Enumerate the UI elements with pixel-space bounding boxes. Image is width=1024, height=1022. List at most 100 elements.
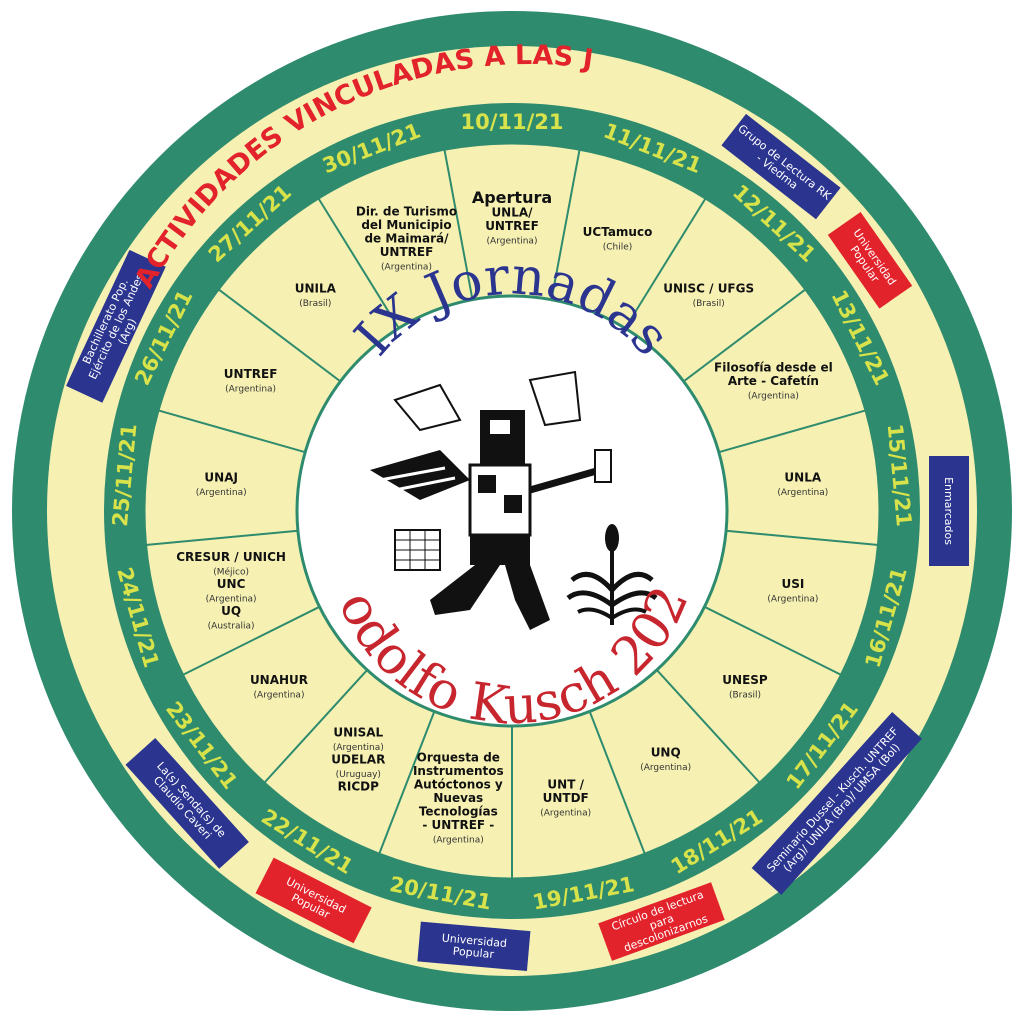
segment-divider [718,409,867,454]
segment-divider [624,197,707,329]
plant-icon [566,524,658,625]
segment-entity: Nuevas [433,791,483,805]
segment-country: (Méjico) [213,567,249,578]
activity-card-box [66,249,166,403]
segment-dividers [145,149,879,879]
segment-entity: UNQ [651,746,681,760]
segment-divider [550,149,581,300]
dancer-figure-icon [370,370,612,630]
segment-divider [317,197,400,329]
segment-entity: UNT / [547,778,584,792]
segment-entity: UNAJ [204,470,238,484]
segment-divider [145,529,298,546]
segment-country: (Chile) [603,243,633,253]
segment-9: UNT /UNTDF (Argentina) [540,778,591,819]
segment-entity: UNLA [784,470,821,484]
segment-country: (Argentina) [748,391,799,401]
segment-country: (Argentina) [487,236,538,246]
segment-entity: UNLA/ [491,205,533,219]
segment-entity: UNISC / UFGS [663,282,754,296]
segment-divider [656,669,761,784]
segment-16: UNILA (Brasil) [295,282,337,310]
activity-card-box [929,456,969,566]
date-label: 10/11/21 [460,110,563,134]
segment-divider [443,149,474,300]
activity-card-box [721,113,841,220]
segment-entity: UNC [217,577,246,591]
segment-entity: Filosofía desde el [714,360,833,374]
segment-entity: Tecnologías [419,805,498,819]
segment-entity: Arte - Cafetín [728,374,819,388]
activity-card-label: Enmarcados [943,477,956,545]
segment-15: UNTREF(Argentina) [224,367,278,395]
segment-entity: del Municipio [361,218,451,232]
segment-entity: RICDP [338,779,379,793]
segment-6: USI (Argentina) [767,577,818,605]
segment-entity: UNTREF [485,219,539,233]
segment-divider [217,288,342,383]
segment-divider [588,711,646,855]
segment-divider [378,711,436,855]
segment-12: UNAHUR (Argentina) [250,673,308,701]
segment-entity: UNTREF [380,245,434,259]
activity-card-box [827,211,913,309]
activity-card-box [125,737,249,869]
activity-card-line: Universidad [441,931,507,950]
segment-entity: Dir. de Turismo [356,205,457,219]
segment-entity: UNILA [295,282,337,296]
segment-divider [182,605,320,676]
segment-divider [726,529,879,546]
segment-13: CRESUR / UNICH (Méjico)UNC (Argentina)UQ (A… [176,550,286,632]
segment-3: UNISC / UFGS (Brasil) [663,282,754,310]
segment-entity: CRESUR / UNICH [176,550,286,564]
segment-entity: UNTDF [543,791,589,805]
activity-card-box [417,921,531,972]
activity-card-label: UniversidadPopular [440,931,507,962]
segment-entity: UQ [221,604,241,618]
activity-card-box [598,882,725,961]
segment-country: (Argentina) [777,488,828,498]
segment-country: (Argentina) [196,488,247,498]
segment-divider [704,605,842,676]
segment-country: (Argentina) [225,385,276,395]
activity-card: UniversidadPopular [417,921,531,972]
segment-entity: Autóctonos y [414,778,503,792]
activity-card-box [255,857,372,944]
segment-entity: Orquesta de [417,751,500,765]
segment-entity: UNAHUR [250,673,308,687]
segment-entity: UCTamuco [583,225,653,239]
segment-country: (Brasil) [729,691,761,701]
segment-country: (Argentina) [540,809,591,819]
segment-entity: USI [781,577,804,591]
segment-country: (Argentina) [206,595,257,605]
segment-country: (Argentina) [333,743,384,753]
segment-11: UNISAL (Argentina)UDELAR (Uruguay)RICDP [331,725,385,793]
segment-country: (Uruguay) [336,770,381,780]
activity-card: Enmarcados [929,456,969,566]
segment-entity: - UNTREF - [422,818,494,832]
segment-country: (Australia) [208,622,255,632]
segment-entity: UDELAR [331,752,385,766]
segment-8: UNQ (Argentina) [640,746,691,774]
segment-country: (Argentina) [254,691,305,701]
segment-labels: AperturaUNLA/UNTREF(Argentina)UCTamuco(C… [176,188,833,846]
segment-divider [157,409,306,454]
segment-2: UCTamuco (Chile) [583,225,653,253]
segment-country: (Brasil) [693,299,725,309]
segment-country: (Argentina) [381,263,432,273]
segment-country: (Argentina) [767,595,818,605]
activity-card-line: Popular [452,944,495,961]
activity-card-box [751,711,922,895]
segment-country: (Argentina) [640,763,691,773]
segment-country: (Brasil) [299,299,331,309]
segment-divider [263,669,368,784]
activity-card-line: Enmarcados [943,477,956,545]
segment-7: UNESP(Brasil) [722,673,768,701]
segment-entity: UNISAL [333,725,383,739]
